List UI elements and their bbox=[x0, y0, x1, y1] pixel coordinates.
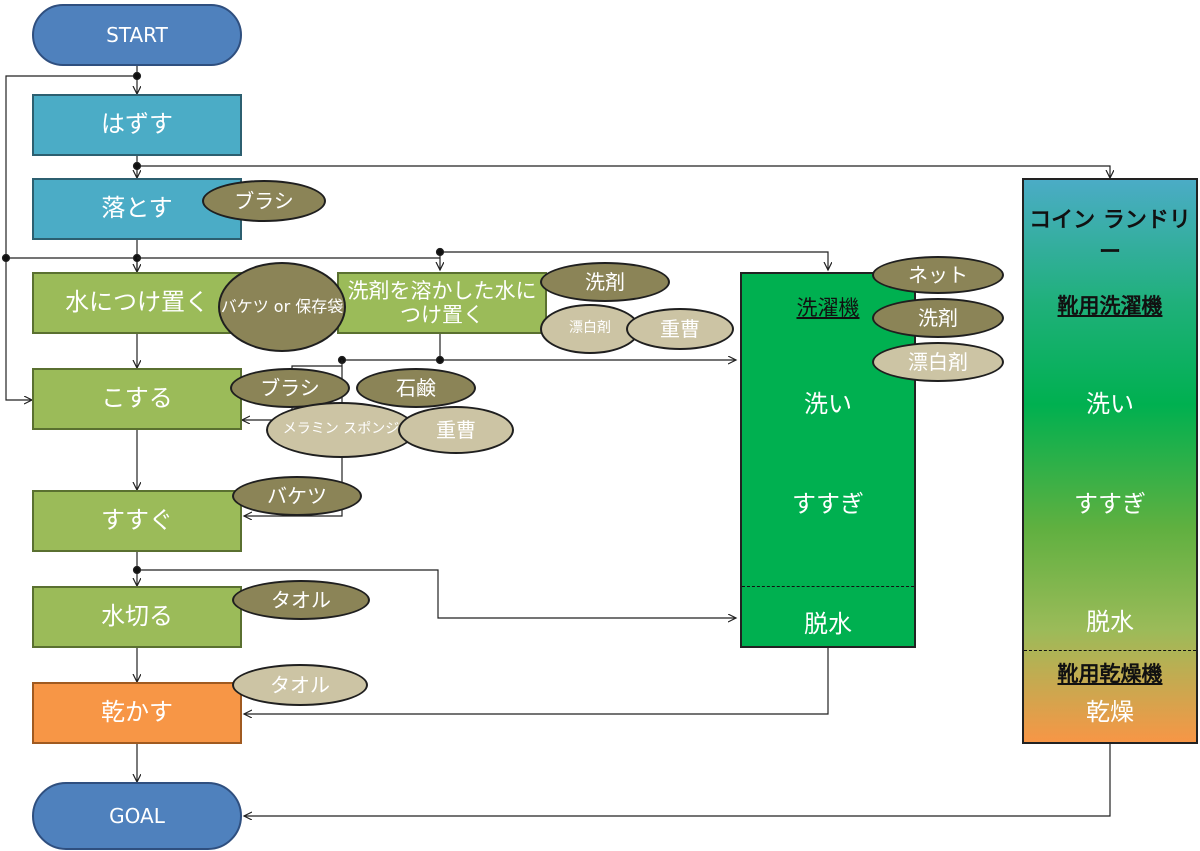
washing-machine-panel: 洗濯機 洗い すすぎ 脱水 bbox=[740, 272, 916, 648]
washer-spin: 脱水 bbox=[804, 610, 852, 638]
arrow-washer-to-dry bbox=[244, 648, 829, 714]
washer-bleach: 漂白剤 bbox=[872, 342, 1004, 382]
goal-terminal: GOAL bbox=[32, 782, 242, 850]
washer-wash: 洗い bbox=[804, 390, 852, 418]
tool-towel-1: タオル bbox=[232, 580, 370, 620]
tool-brush-1: ブラシ bbox=[202, 180, 326, 222]
branch-soak-line bbox=[6, 257, 138, 270]
tool-bucket-or-bag: バケツ or 保存袋 bbox=[218, 262, 346, 352]
left-loop bbox=[5, 75, 137, 400]
laundromat-wash: 洗い bbox=[1086, 390, 1134, 418]
tool-bleach-1: 漂白剤 bbox=[540, 304, 640, 354]
laundromat-spin: 脱水 bbox=[1086, 608, 1134, 636]
washer-rinse: すすぎ bbox=[792, 490, 864, 518]
step-soak: 水につけ置く bbox=[32, 272, 242, 334]
start-terminal: START bbox=[32, 4, 242, 66]
branch-washing-machine bbox=[440, 251, 828, 270]
step-rinse: すすぐ bbox=[32, 490, 242, 552]
step-drain: 水切る bbox=[32, 586, 242, 648]
tool-melamine-sponge: メラミン スポンジ bbox=[266, 402, 416, 458]
step-dry: 乾かす bbox=[32, 682, 242, 744]
step-scrub: こする bbox=[32, 368, 242, 430]
step-brush-off: 落とす bbox=[32, 178, 242, 240]
laundromat-shoe-washer: 靴用洗濯機 bbox=[1057, 294, 1163, 318]
arrow-drain-to-spin bbox=[137, 569, 736, 618]
laundromat-shoe-dryer: 靴用乾燥機 bbox=[1057, 662, 1163, 686]
tool-baking-soda-2: 重曹 bbox=[398, 406, 514, 454]
laundromat-rinse: すすぎ bbox=[1074, 490, 1146, 518]
washer-net: ネット bbox=[872, 256, 1004, 294]
arrow-laundromat-to-goal bbox=[244, 744, 1111, 816]
washing-machine-title: 洗濯機 bbox=[796, 296, 860, 320]
tool-towel-2: タオル bbox=[232, 664, 368, 706]
step-soak-detergent: 洗剤を溶かした水につけ置く bbox=[337, 272, 547, 334]
step-remove: はずす bbox=[32, 94, 242, 156]
tool-baking-soda-1: 重曹 bbox=[626, 308, 734, 350]
laundromat-title: コイン ランドリー bbox=[1029, 208, 1191, 265]
laundromat-dry: 乾燥 bbox=[1086, 698, 1134, 726]
tool-detergent-1: 洗剤 bbox=[540, 262, 670, 302]
branch-laundromat bbox=[137, 165, 1110, 178]
tool-soap: 石鹸 bbox=[356, 368, 476, 408]
tool-bucket: バケツ bbox=[232, 476, 362, 516]
washer-divider bbox=[742, 586, 914, 587]
washer-detergent: 洗剤 bbox=[872, 298, 1004, 338]
laundromat-divider bbox=[1024, 650, 1196, 651]
laundromat-panel: コイン ランドリー 靴用洗濯機 洗い すすぎ 脱水 靴用乾燥機 乾燥 bbox=[1022, 178, 1198, 744]
